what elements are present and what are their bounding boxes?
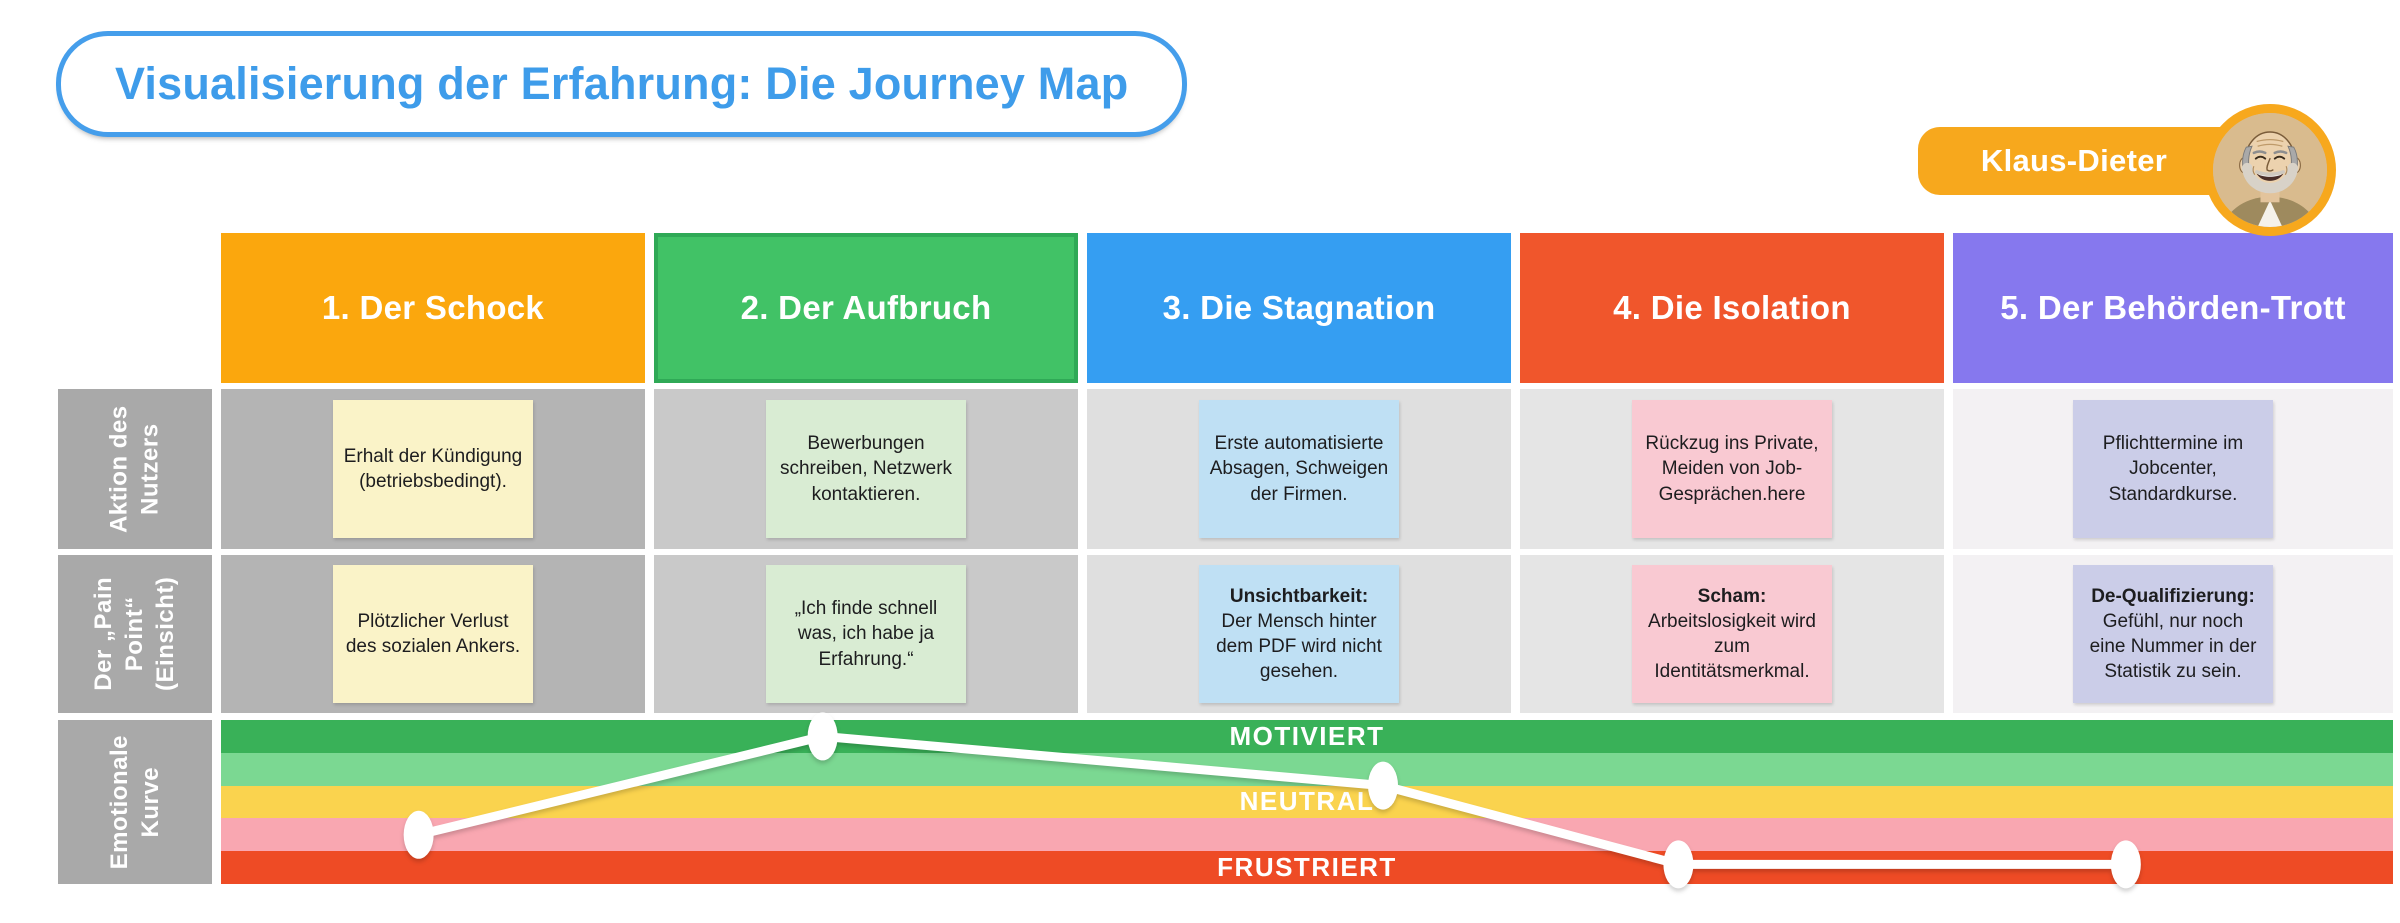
sticky-note[interactable]: „Ich finde schnell was, ich habe ja Erfa… <box>766 565 966 703</box>
stage-header[interactable]: 1. Der Schock <box>221 233 645 383</box>
sticky-note[interactable]: Unsichtbarkeit: Der Mensch hinter dem PDF… <box>1199 565 1399 703</box>
sticky-note-lead: Unsichtbarkeit: <box>1229 585 1369 607</box>
emotion-band-label: FRUSTRIERT <box>1217 852 1397 883</box>
header-row-spacer <box>58 233 212 383</box>
sticky-note[interactable]: Plötzlicher Verlust des sozialen Ankers. <box>333 565 533 703</box>
sticky-note-text: Pflichttermine im Jobcenter, Standardkur… <box>2102 433 2244 505</box>
sticky-note[interactable]: Bewerbungen schreiben, Netzwerk kontakti… <box>766 400 966 538</box>
curve-point[interactable] <box>1368 761 1399 810</box>
page-title-pill: Visualisierung der Erfahrung: Die Journe… <box>56 31 1188 137</box>
stage-header-row: 1. Der Schock 2. Der Aufbruch 3. Die Sta… <box>58 233 2393 383</box>
sticky-note[interactable]: Erhalt der Kündigung (betriebsbedingt). <box>333 400 533 538</box>
emotion-curve-chart <box>403 712 2141 889</box>
stage-header-label: 5. Der Behörden-Trott <box>2000 289 2346 326</box>
sticky-note-text: „Ich finde schnell was, ich habe ja Erfa… <box>794 598 938 670</box>
sticky-note-text: Erhalt der Kündigung (betriebsbedingt). <box>343 445 523 492</box>
sticky-note-text: Plötzlicher Verlust des sozialen Ankers. <box>345 610 521 657</box>
sticky-note[interactable]: Rückzug ins Private, Meiden von Job-Gesp… <box>1632 400 1832 538</box>
stage-header[interactable]: 5. Der Behörden-Trott <box>1953 233 2393 383</box>
sticky-note-text: Rückzug ins Private, Meiden von Job-Gesp… <box>1645 433 1819 505</box>
journey-cell: Rückzug ins Private, Meiden von Job-Gesp… <box>1520 389 1944 549</box>
sticky-note[interactable]: Scham: Arbeitslosigkeit wird zum Identitä… <box>1632 565 1832 703</box>
row-label-curve: Emotionale Kurve <box>58 720 212 884</box>
sticky-note[interactable]: De-Qualifizierung: Gefühl, nur noch eine … <box>2073 565 2273 703</box>
stage-header-label: 3. Die Stagnation <box>1162 289 1436 326</box>
persona-avatar <box>2204 104 2336 236</box>
row-label-pain-text: Der „Pain Point“ (Einsicht) <box>90 576 180 692</box>
journey-cell: „Ich finde schnell was, ich habe ja Erfa… <box>654 555 1078 713</box>
emotion-band-label: MOTIVIERT <box>1229 720 1385 751</box>
curve-point[interactable] <box>807 712 838 761</box>
emotion-band-label: NEUTRAL <box>1239 786 1375 817</box>
sticky-note-text: Bewerbungen schreiben, Netzwerk kontakti… <box>779 433 953 505</box>
row-label-pain: Der „Pain Point“ (Einsicht) <box>58 555 212 713</box>
curve-point[interactable] <box>1663 840 1694 889</box>
journey-cell: Plötzlicher Verlust des sozialen Ankers. <box>221 555 645 713</box>
journey-cell: Pflichttermine im Jobcenter, Standardkur… <box>1953 389 2393 549</box>
stage-header-label: 2. Der Aufbruch <box>740 289 992 326</box>
sticky-note-lead: Scham: <box>1697 585 1767 607</box>
sticky-note-text: Erste automatisierte Absagen, Schweigen … <box>1209 433 1389 505</box>
row-label-curve-text: Emotionale Kurve <box>105 734 164 870</box>
stage-header-label: 1. Der Schock <box>321 289 545 326</box>
stage-header-label: 4. Die Isolation <box>1613 289 1851 326</box>
curve-point[interactable] <box>403 810 434 859</box>
sticky-note[interactable]: Pflichttermine im Jobcenter, Standardkur… <box>2073 400 2273 538</box>
journey-cell: Scham: Arbeitslosigkeit wird zum Identitä… <box>1520 555 1944 713</box>
emotion-band: MOTIVIERT <box>221 720 2393 753</box>
sticky-note-lead: De-Qualifizierung: <box>2091 585 2255 607</box>
journey-cell: De-Qualifizierung: Gefühl, nur noch eine … <box>1953 555 2393 713</box>
smiling-elderly-man-icon <box>2213 113 2327 227</box>
sticky-note-text: Der Mensch hinter dem PDF wird nicht ges… <box>1216 610 1382 683</box>
stage-header[interactable]: 3. Die Stagnation <box>1087 233 1511 383</box>
stage-header[interactable]: 4. Die Isolation <box>1520 233 1944 383</box>
sticky-note-text: Arbeitslosigkeit wird zum Identitätsmerk… <box>1648 610 1816 683</box>
journey-cell: Unsichtbarkeit: Der Mensch hinter dem PDF… <box>1087 555 1511 713</box>
action-row: Aktion des Nutzers Erhalt der Kündigung … <box>58 389 2393 549</box>
journey-cell: Erhalt der Kündigung (betriebsbedingt). <box>221 389 645 549</box>
curve-point[interactable] <box>2110 840 2141 889</box>
row-label-action-text: Aktion des Nutzers <box>105 405 164 533</box>
emotional-curve-area: MOTIVIERT NEUTRAL FRUSTRIERT <box>221 712 2393 889</box>
journey-map-board: 1. Der Schock 2. Der Aufbruch 3. Die Sta… <box>58 233 2393 889</box>
sticky-note-text: Gefühl, nur noch eine Nummer in der Stat… <box>2089 610 2257 683</box>
emotion-band <box>221 818 2393 852</box>
journey-cell: Bewerbungen schreiben, Netzwerk kontakti… <box>654 389 1078 549</box>
row-label-action: Aktion des Nutzers <box>58 389 212 549</box>
emotion-curve-line <box>414 731 2131 869</box>
persona-name: Klaus-Dieter <box>1980 143 2168 178</box>
pain-point-row: Der „Pain Point“ (Einsicht) Plötzlicher … <box>58 555 2393 713</box>
emotional-curve-row: Emotionale Kurve MOTIVIERT NEUTRAL FRUSTRI… <box>58 712 2393 889</box>
journey-cell: Erste automatisierte Absagen, Schweigen … <box>1087 389 1511 549</box>
page-title: Visualisierung der Erfahrung: Die Journe… <box>115 58 1129 109</box>
stage-header[interactable]: 2. Der Aufbruch <box>654 233 1078 383</box>
sticky-note[interactable]: Erste automatisierte Absagen, Schweigen … <box>1199 400 1399 538</box>
